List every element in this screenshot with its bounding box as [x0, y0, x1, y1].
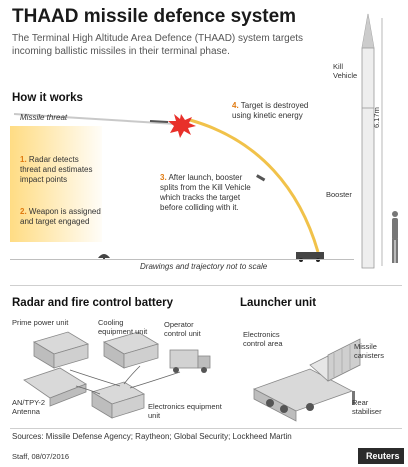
electronics-control-label: Electronics control area — [243, 330, 283, 348]
step-3: 3. After launch, booster splits from the… — [160, 173, 256, 213]
reuters-logo — [358, 448, 404, 464]
section-divider — [10, 285, 402, 286]
ground-line — [10, 259, 354, 260]
step-4-number: 4. — [232, 101, 239, 110]
radar-dish-icon — [98, 254, 110, 258]
step-2: 2. Weapon is assigned and target engaged — [20, 207, 102, 227]
section-heading-radar: Radar and fire control battery — [12, 297, 174, 309]
missile-body-icon — [361, 13, 375, 269]
booster-fragment-icon — [256, 174, 266, 182]
rear-stabiliser-label: Rear stabiliser — [352, 398, 382, 416]
missile-canisters-icon — [327, 338, 361, 382]
rear-stabiliser-icon — [352, 391, 355, 405]
interceptor-trajectory-line — [189, 118, 320, 253]
launcher-illustration — [253, 338, 361, 422]
missile-canisters-label: Missile canisters — [354, 342, 385, 360]
radar-battery-illustration — [23, 331, 211, 419]
radar-range-panel — [10, 126, 102, 242]
step-2-text: Weapon is assigned and target engaged — [20, 207, 101, 226]
step-4-text: Target is destroyed using kinetic energy — [232, 101, 309, 120]
step-3-number: 3. — [160, 173, 167, 182]
step-1-number: 1. — [20, 155, 27, 164]
page-subtitle: The Terminal High Altitude Area Defence … — [12, 33, 304, 57]
staff-credit: Staff, 08/07/2016 — [12, 452, 69, 461]
operator-control-truck-icon — [169, 349, 199, 369]
scale-note: Drawings and trajectory not to scale — [140, 262, 268, 271]
booster-label: Booster — [326, 190, 352, 199]
prime-power-unit-icon — [53, 343, 89, 369]
reuters-logo-text: Reuters — [366, 451, 400, 461]
sources-text: Sources: Missile Defense Agency; Raytheo… — [12, 432, 292, 441]
threat-trajectory-line — [13, 113, 177, 125]
footer-divider — [10, 428, 402, 429]
cooling-unit-label: Cooling equipment unit — [98, 318, 148, 336]
step-3-text: After launch, booster splits from the Ki… — [160, 173, 251, 212]
step-1-text: Radar detects threat and estimates impac… — [20, 155, 93, 184]
operator-control-label: Operator control unit — [164, 320, 201, 338]
trajectory-diagram — [13, 113, 324, 262]
person-silhouette-icon — [392, 218, 398, 240]
step-2-number: 2. — [20, 207, 27, 216]
prime-power-label: Prime power unit — [12, 318, 69, 327]
launcher-truck-body-icon — [253, 388, 297, 422]
missile-threat-label: Missile threat — [20, 113, 68, 122]
explosion-icon — [168, 114, 196, 138]
section-heading-launcher: Launcher unit — [240, 297, 317, 309]
antenna-label: AN/TPY-2 Antenna — [12, 398, 46, 416]
section-heading-how-it-works: How it works — [12, 92, 83, 104]
missile-figure — [361, 13, 398, 269]
kill-vehicle-label: Kill Vehicle — [333, 62, 358, 80]
electronics-equipment-label: Electronics equipment unit — [148, 402, 222, 420]
electronics-equipment-icon — [111, 393, 145, 419]
step-4: 4. Target is destroyed using kinetic ene… — [232, 101, 324, 121]
threat-missile-icon — [149, 120, 169, 123]
cooling-unit-icon — [123, 343, 159, 369]
missile-height-label: 6.17m — [372, 107, 381, 128]
page-title: THAAD missile defence system — [12, 6, 297, 27]
step-1: 1. Radar detects threat and estimates im… — [20, 155, 100, 185]
launcher-truck-icon — [296, 252, 324, 259]
